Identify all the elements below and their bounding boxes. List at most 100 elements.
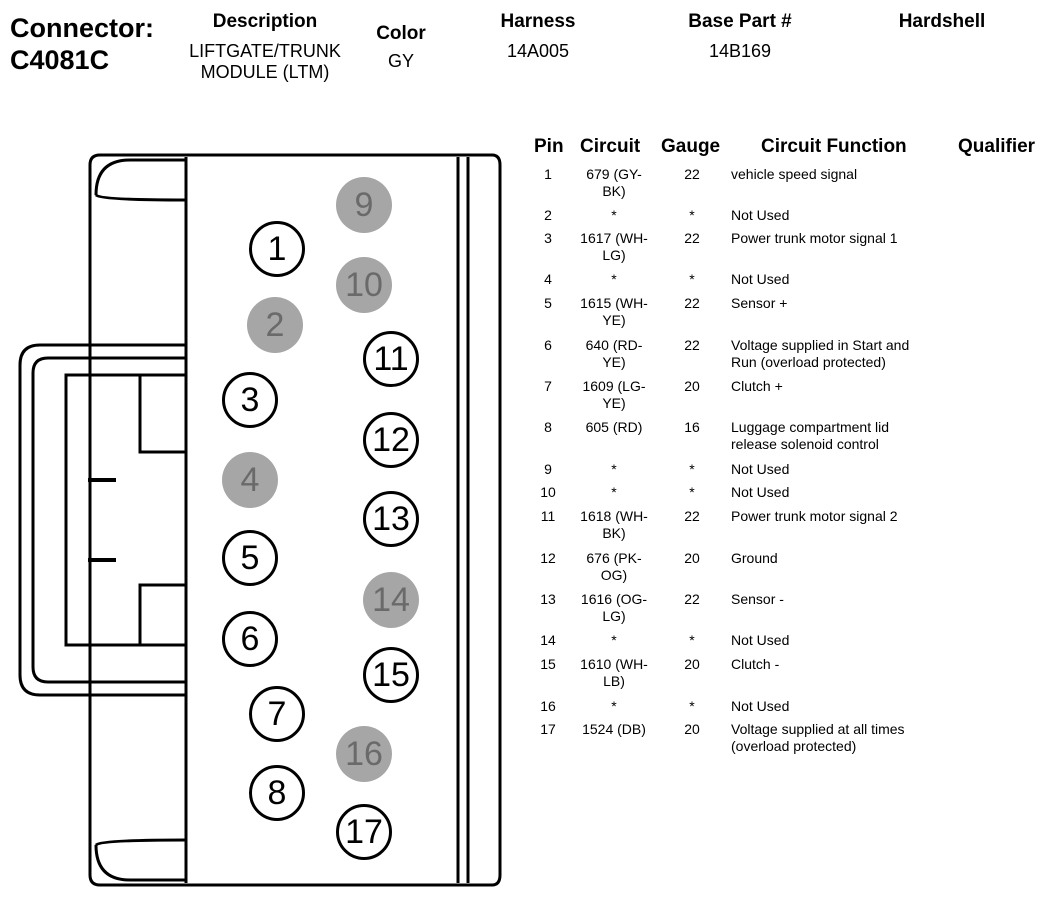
row-circuit-cell: 1610 (WH-LB) — [576, 656, 652, 690]
hardshell-heading: Hardshell — [898, 11, 986, 32]
row-pin-cell-line: 12 — [540, 550, 556, 566]
color-value: GY — [387, 51, 414, 71]
pin-2-number: 2 — [265, 306, 285, 344]
row-pin-cell: 14 — [530, 632, 566, 649]
row-gauge-cell-line: * — [689, 484, 695, 500]
row-function-cell: Power trunk motor signal 1 — [731, 230, 946, 247]
row-function-cell-line: Power trunk motor signal 2 — [731, 508, 898, 524]
row-gauge-cell-line: 22 — [684, 508, 700, 524]
row-circuit-cell: 676 (PK-OG) — [576, 550, 652, 584]
row-circuit-cell: * — [576, 271, 652, 288]
pin-3: 3 — [222, 372, 278, 428]
description-column: Description LIFTGATE/TRUNK MODULE (LTM) — [170, 11, 360, 83]
row-function-cell-line: release solenoid control — [731, 436, 879, 452]
row-pin-cell: 15 — [530, 656, 566, 673]
color-heading: Color — [376, 23, 426, 44]
pin-17-number: 17 — [345, 813, 383, 851]
row-gauge-cell: 16 — [664, 419, 720, 436]
row-circuit-cell: 1618 (WH-BK) — [576, 508, 652, 542]
row-circuit-cell-line: YE) — [602, 395, 626, 411]
row-pin-cell-line: 3 — [544, 230, 552, 246]
row-function-cell-line: Run (overload protected) — [731, 354, 886, 370]
row-circuit-cell: 605 (RD) — [576, 419, 652, 436]
row-gauge-cell-line: * — [689, 632, 695, 648]
row-circuit-cell: 1616 (OG-LG) — [576, 591, 652, 625]
row-function-cell-line: Sensor + — [731, 295, 788, 311]
pin-6: 6 — [222, 611, 278, 667]
row-function-cell-line: Not Used — [731, 632, 790, 648]
base-part-value: 14B169 — [708, 41, 772, 61]
description-heading: Description — [212, 11, 318, 32]
row-circuit-cell-line: 1616 (OG- — [580, 591, 648, 607]
description-line-1: LIFTGATE/TRUNK — [189, 41, 341, 61]
row-pin-cell-line: 15 — [540, 656, 556, 672]
row-circuit-cell-line: LB) — [603, 673, 625, 689]
row-function-cell-line: Voltage supplied at all times — [731, 721, 905, 737]
row-pin-cell: 17 — [530, 721, 566, 738]
pin-11-number: 11 — [373, 340, 409, 378]
row-circuit-cell-line: 1609 (LG- — [582, 378, 646, 394]
pin-16: 16 — [336, 726, 392, 782]
row-pin-cell-line: 2 — [544, 207, 552, 223]
row-pin-cell: 4 — [530, 271, 566, 288]
connector-id: C4081C — [10, 45, 110, 75]
row-circuit-cell: * — [576, 698, 652, 715]
row-circuit-cell: * — [576, 484, 652, 501]
row-pin-cell: 6 — [530, 337, 566, 354]
row-function-cell: Not Used — [731, 484, 946, 501]
pin-15: 15 — [363, 647, 419, 703]
row-function-cell: Not Used — [731, 207, 946, 224]
row-pin-cell-line: 5 — [544, 295, 552, 311]
row-circuit-cell-line: * — [611, 632, 617, 648]
row-function-cell: Not Used — [731, 632, 946, 649]
pin-5: 5 — [222, 530, 278, 586]
pin-4: 4 — [222, 452, 278, 508]
row-circuit-cell: 1617 (WH-LG) — [576, 230, 652, 264]
row-circuit-cell-line: YE) — [602, 354, 626, 370]
row-function-cell-line: Not Used — [731, 461, 790, 477]
pin-7-number: 7 — [267, 695, 287, 733]
row-circuit-cell-line: LG) — [602, 247, 626, 263]
row-function-cell-line: Luggage compartment lid — [731, 419, 889, 435]
row-circuit-cell-line: OG) — [600, 567, 628, 583]
row-gauge-cell: 20 — [664, 378, 720, 395]
row-gauge-cell-line: 20 — [684, 550, 700, 566]
pin-6-number: 6 — [240, 620, 260, 658]
row-circuit-cell: 1609 (LG-YE) — [576, 378, 652, 412]
row-pin-cell-line: 8 — [544, 419, 552, 435]
row-function-cell: Voltage supplied at all times(overload p… — [731, 721, 946, 755]
row-gauge-cell-line: 22 — [684, 337, 700, 353]
pin-8-number: 8 — [267, 774, 287, 812]
pin-1-number: 1 — [267, 230, 287, 268]
row-circuit-cell-line: 1618 (WH- — [580, 508, 648, 524]
row-function-cell-line: Clutch - — [731, 656, 780, 672]
pin-8: 8 — [249, 765, 305, 821]
pin-3-number: 3 — [240, 381, 260, 419]
pin-10-number: 10 — [345, 266, 383, 304]
row-circuit-cell-line: * — [611, 207, 617, 223]
row-gauge-cell: 20 — [664, 721, 720, 738]
pin-17: 17 — [336, 804, 392, 860]
row-gauge-cell-line: 22 — [684, 295, 700, 311]
header-function: Circuit Function — [761, 136, 907, 157]
row-function-cell: Not Used — [731, 461, 946, 478]
row-circuit-cell: 1524 (DB) — [576, 721, 652, 738]
row-gauge-cell: 22 — [664, 295, 720, 312]
row-function-cell: Ground — [731, 550, 946, 567]
row-pin-cell: 8 — [530, 419, 566, 436]
connector-housing-outline — [18, 153, 502, 887]
row-pin-cell: 2 — [530, 207, 566, 224]
row-gauge-cell: 22 — [664, 591, 720, 608]
row-function-cell-line: Clutch + — [731, 378, 783, 394]
row-pin-cell-line: 6 — [544, 337, 552, 353]
row-pin-cell: 7 — [530, 378, 566, 395]
pin-12: 12 — [363, 412, 419, 468]
row-gauge-cell: 20 — [664, 656, 720, 673]
row-pin-cell-line: 13 — [540, 591, 556, 607]
row-pin-cell-line: 11 — [540, 508, 556, 524]
row-circuit-cell-line: BK) — [602, 183, 626, 199]
row-circuit-cell-line: 1610 (WH- — [580, 656, 648, 672]
row-pin-cell-line: 17 — [540, 721, 556, 737]
